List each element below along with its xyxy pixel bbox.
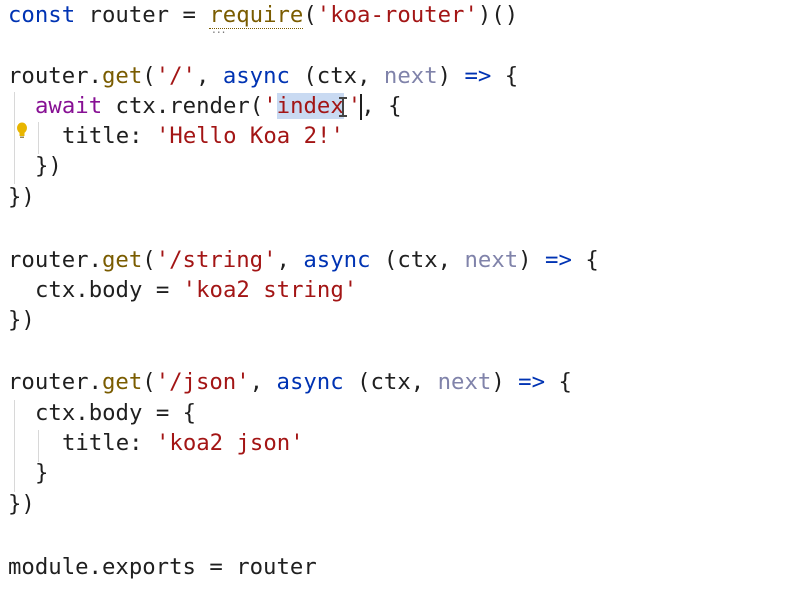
- code-line-6[interactable]: }): [35, 151, 62, 181]
- indent-guide: [38, 430, 39, 462]
- identifier: ctx.render(: [102, 93, 264, 119]
- punctuation: )(): [477, 2, 519, 28]
- function-name: get: [101, 63, 143, 89]
- arrow-operator: =>: [464, 63, 492, 89]
- identifier: ctx.body =: [35, 277, 183, 303]
- code-line-3[interactable]: router.get('/', async (ctx, next) => {: [8, 61, 518, 91]
- punctuation: }): [8, 307, 35, 333]
- punctuation: {: [491, 63, 519, 89]
- punctuation: (: [142, 369, 156, 395]
- indent-guide: [14, 92, 15, 184]
- code-line-9[interactable]: router.get('/string', async (ctx, next) …: [8, 245, 599, 275]
- arrow-operator: =>: [545, 247, 572, 273]
- identifier: router.: [8, 63, 102, 89]
- code-line-1[interactable]: const router = require('koa-router')(): [8, 0, 518, 30]
- identifier: router.: [8, 369, 102, 395]
- params: (ctx,: [370, 247, 465, 273]
- arrow-operator: =>: [518, 369, 546, 395]
- function-name: get: [101, 247, 143, 273]
- punctuation: {: [545, 369, 572, 395]
- punctuation: (: [142, 63, 156, 89]
- property-key: title:: [62, 430, 156, 456]
- punctuation: ): [437, 63, 465, 89]
- keyword: async: [222, 63, 290, 89]
- punctuation: ): [491, 369, 519, 395]
- identifier: router.: [8, 247, 102, 273]
- unused-param: next: [383, 63, 438, 89]
- string-literal: 'Hello Koa 2!': [155, 123, 344, 149]
- punctuation: }): [8, 184, 35, 210]
- keyword: async: [303, 247, 371, 273]
- code-line-10[interactable]: ctx.body = 'koa2 string': [35, 275, 357, 305]
- punctuation: }: [35, 460, 49, 486]
- keyword: const: [8, 2, 76, 28]
- string-literal: '/json': [155, 369, 250, 395]
- mouse-ibeam-icon: [338, 96, 348, 118]
- params: (ctx,: [289, 63, 384, 89]
- indent-guide: [14, 400, 15, 492]
- punctuation: , {: [361, 93, 402, 119]
- code-line-5[interactable]: title: 'Hello Koa 2!': [62, 121, 344, 151]
- code-line-17[interactable]: }): [8, 489, 35, 519]
- punctuation: ,: [249, 369, 277, 395]
- identifier: router =: [75, 2, 210, 28]
- keyword-await: await: [35, 93, 103, 119]
- punctuation: {: [571, 247, 599, 273]
- more-ellipsis-icon[interactable]: ...: [212, 22, 227, 36]
- unused-param: next: [437, 369, 492, 395]
- unused-param: next: [464, 247, 519, 273]
- punctuation: ): [518, 247, 546, 273]
- indent-guide: [38, 122, 39, 154]
- string-quote: ': [347, 93, 362, 119]
- punctuation: (: [142, 247, 156, 273]
- code-line-4[interactable]: await ctx.render('index', {: [35, 91, 402, 121]
- function-name: require: [209, 2, 304, 29]
- string-literal: 'koa-router': [316, 2, 478, 28]
- punctuation: ,: [195, 63, 223, 89]
- lightbulb-icon[interactable]: [16, 122, 28, 140]
- string-quote: ': [263, 93, 277, 119]
- function-name: get: [101, 369, 143, 395]
- params: (ctx,: [343, 369, 438, 395]
- string-literal: '/string': [155, 247, 277, 273]
- code-line-7[interactable]: }): [8, 182, 35, 212]
- punctuation: }): [8, 491, 35, 517]
- code-line-15[interactable]: title: 'koa2 json': [62, 428, 304, 458]
- selected-text[interactable]: index: [276, 93, 344, 119]
- punctuation: }): [35, 153, 62, 179]
- code-line-16[interactable]: }: [35, 458, 48, 488]
- keyword: async: [276, 369, 344, 395]
- code-line-14[interactable]: ctx.body = {: [35, 398, 196, 428]
- string-literal: '/': [155, 63, 196, 89]
- identifier: ctx.body = {: [35, 400, 197, 426]
- text-caret: [360, 93, 363, 120]
- punctuation: ,: [276, 247, 304, 273]
- code-line-13[interactable]: router.get('/json', async (ctx, next) =>…: [8, 367, 572, 397]
- string-literal: 'koa2 json': [155, 430, 304, 456]
- identifier: module.exports = router: [8, 554, 317, 580]
- code-line-19[interactable]: module.exports = router: [8, 552, 317, 582]
- property-key: title:: [62, 123, 156, 149]
- string-literal: 'koa2 string': [182, 277, 358, 303]
- punctuation: (: [303, 2, 317, 28]
- code-line-11[interactable]: }): [8, 305, 35, 335]
